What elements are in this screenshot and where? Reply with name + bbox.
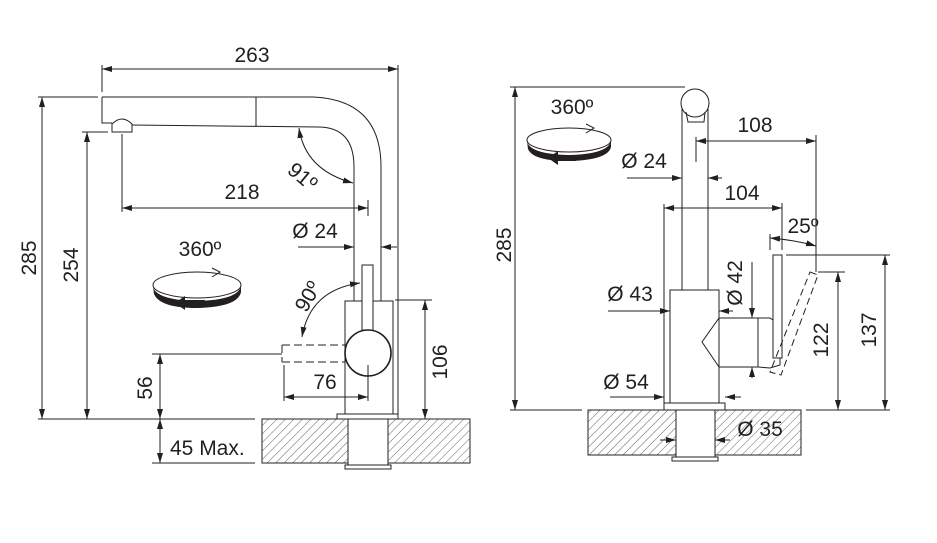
dim-dia-43: Ø 43 bbox=[607, 283, 653, 306]
side-lever bbox=[772, 254, 783, 359]
spout-stem bbox=[681, 102, 709, 291]
dim-106: 106 bbox=[429, 344, 452, 379]
side-view: 285 108 Ø 24 104 25º Ø 42 Ø 43 Ø 54 bbox=[493, 86, 890, 462]
spout-head bbox=[680, 88, 710, 118]
dim-104: 104 bbox=[724, 182, 759, 205]
dim-56: 56 bbox=[134, 376, 157, 399]
dim-285-side: 285 bbox=[493, 227, 516, 262]
shank-side bbox=[675, 409, 716, 458]
dim-263: 263 bbox=[234, 44, 269, 67]
dim-dia-54: Ø 54 bbox=[603, 371, 649, 394]
dim-254: 254 bbox=[60, 247, 83, 282]
dim-76: 76 bbox=[313, 371, 336, 394]
dim-108: 108 bbox=[737, 114, 772, 137]
dim-dia-42: Ø 42 bbox=[724, 260, 747, 306]
front-view: 263 285 254 218 91º Ø 24 90º 56 bbox=[18, 44, 471, 470]
dim-90-deg: 90º bbox=[291, 277, 327, 316]
dim-218: 218 bbox=[224, 181, 259, 204]
body-side bbox=[669, 289, 720, 404]
dim-dia-24-side: Ø 24 bbox=[621, 150, 667, 173]
dim-dia-35: Ø 35 bbox=[737, 418, 783, 441]
dim-45-max: 45 Max. bbox=[170, 437, 245, 460]
dim-dia-24-front: Ø 24 bbox=[292, 220, 338, 243]
shank bbox=[347, 418, 389, 466]
aerator bbox=[111, 118, 133, 133]
base-plate-side bbox=[663, 402, 726, 411]
swivel-360-side: 360º bbox=[551, 96, 594, 119]
base-plate bbox=[336, 413, 399, 420]
dim-137: 137 bbox=[858, 312, 881, 347]
dim-25-deg: 25º bbox=[787, 215, 818, 238]
rotate-360-icon-side bbox=[526, 123, 612, 165]
rotate-360-icon bbox=[152, 267, 242, 310]
dim-285-front: 285 bbox=[18, 240, 41, 275]
lever bbox=[361, 264, 374, 331]
dim-91-deg: 91º bbox=[283, 158, 322, 196]
swivel-360-front: 360º bbox=[179, 238, 222, 261]
dim-122: 122 bbox=[810, 322, 833, 357]
